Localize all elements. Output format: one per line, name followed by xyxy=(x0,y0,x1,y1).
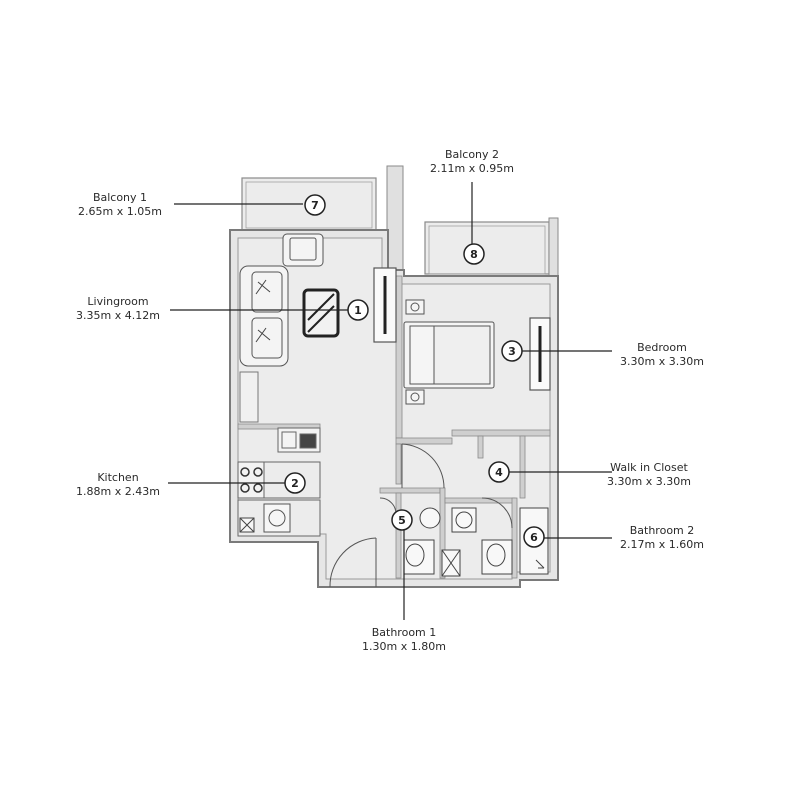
svg-text:2.65m x 1.05m: 2.65m x 1.05m xyxy=(78,205,162,218)
svg-text:Balcony 1: Balcony 1 xyxy=(93,191,147,204)
washer-icon xyxy=(263,503,291,533)
svg-text:3: 3 xyxy=(508,345,516,358)
armchair-icon xyxy=(282,233,324,267)
svg-text:3.30m x 3.30m: 3.30m x 3.30m xyxy=(620,355,704,368)
svg-text:Bedroom: Bedroom xyxy=(637,341,687,354)
windows xyxy=(373,267,551,391)
label-bathroom-2: Bathroom 2 2.17m x 1.60m xyxy=(620,524,704,551)
svg-text:Livingroom: Livingroom xyxy=(87,295,148,308)
marker-3: 3 xyxy=(501,340,523,362)
marker-1: 1 xyxy=(347,299,369,321)
svg-text:Bathroom 2: Bathroom 2 xyxy=(630,524,695,537)
balcony-2-area xyxy=(424,221,550,275)
svg-text:8: 8 xyxy=(470,248,478,261)
marker-8: 8 xyxy=(463,243,485,265)
svg-text:Balcony 2: Balcony 2 xyxy=(445,148,499,161)
marker-7: 7 xyxy=(304,194,326,216)
label-kitchen: Kitchen 1.88m x 2.43m xyxy=(76,471,160,498)
shaft-icon xyxy=(239,517,255,533)
marker-6: 6 xyxy=(523,526,545,548)
label-bathroom-1: Bathroom 1 1.30m x 1.80m xyxy=(362,626,446,653)
svg-text:6: 6 xyxy=(530,531,538,544)
svg-text:Walk in Closet: Walk in Closet xyxy=(610,461,688,474)
svg-text:4: 4 xyxy=(495,466,503,479)
cooktop-icon xyxy=(240,467,263,493)
svg-text:1: 1 xyxy=(354,304,362,317)
svg-text:5: 5 xyxy=(398,514,406,527)
svg-text:3.30m x 3.30m: 3.30m x 3.30m xyxy=(607,475,691,488)
svg-text:2: 2 xyxy=(291,477,299,490)
bath-1-fixtures xyxy=(403,507,441,575)
sofa-icon xyxy=(239,265,289,367)
label-balcony-2: Balcony 2 2.11m x 0.95m xyxy=(430,148,514,175)
tv-cabinet xyxy=(239,371,259,423)
svg-text:1.30m x 1.80m: 1.30m x 1.80m xyxy=(362,640,446,653)
marker-2: 2 xyxy=(284,472,306,494)
svg-text:2.17m x 1.60m: 2.17m x 1.60m xyxy=(620,538,704,551)
svg-text:7: 7 xyxy=(311,199,319,212)
svg-text:3.35m x 4.12m: 3.35m x 4.12m xyxy=(76,309,160,322)
leader-lines xyxy=(168,182,612,620)
label-bedroom: Bedroom 3.30m x 3.30m xyxy=(620,341,704,368)
marker-4: 4 xyxy=(488,461,510,483)
svg-text:Kitchen: Kitchen xyxy=(97,471,138,484)
label-walk-in-closet: Walk in Closet 3.30m x 3.30m xyxy=(607,461,691,488)
svg-text:Bathroom 1: Bathroom 1 xyxy=(372,626,437,639)
label-balcony-1: Balcony 1 2.65m x 1.05m xyxy=(78,191,162,218)
svg-text:1.88m x 2.43m: 1.88m x 2.43m xyxy=(76,485,160,498)
interior-walls xyxy=(237,275,551,579)
coffee-table-icon xyxy=(302,288,340,338)
bed-icon xyxy=(403,299,495,405)
marker-5: 5 xyxy=(391,509,413,531)
label-livingroom: Livingroom 3.35m x 4.12m xyxy=(76,295,160,322)
svg-text:2.11m x 0.95m: 2.11m x 0.95m xyxy=(430,162,514,175)
